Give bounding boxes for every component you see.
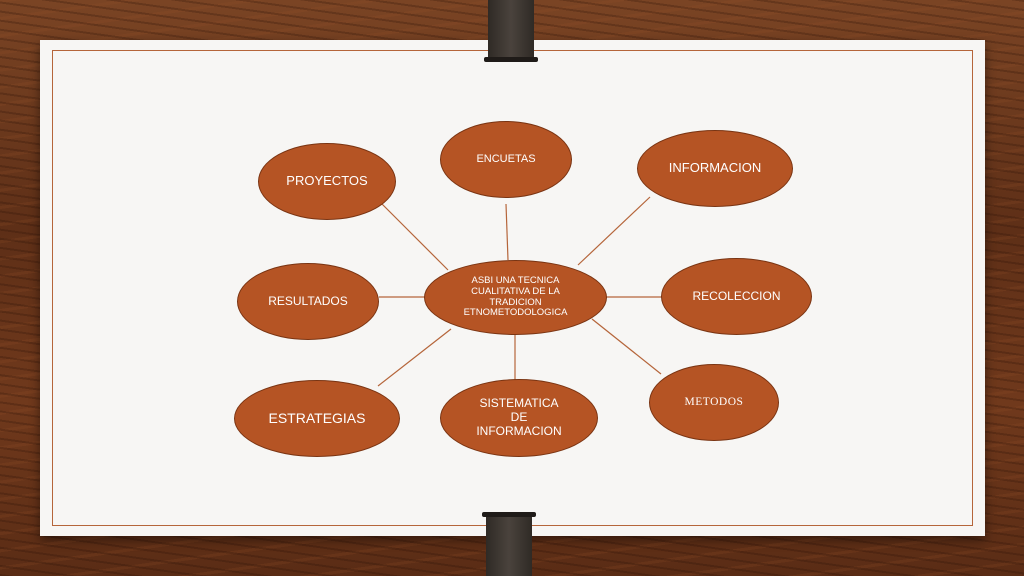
node-informacion-label: INFORMACION: [668, 160, 762, 176]
node-sistematica-label: SISTEMATICA DE INFORMACION: [476, 396, 562, 438]
connector-proyectos: [381, 203, 449, 271]
node-center-label: ASBI UNA TECNICA CUALITATIVA DE LA TRADI…: [463, 274, 568, 319]
node-metodos: METODOS: [649, 364, 779, 441]
connector-informacion: [577, 196, 651, 266]
connector-metodos: [591, 318, 662, 375]
node-resultados: RESULTADOS: [237, 263, 379, 340]
node-estrategias: ESTRATEGIAS: [234, 380, 400, 457]
node-recoleccion: RECOLECCION: [661, 258, 812, 335]
node-encuetas-label: ENCUETAS: [476, 153, 536, 166]
node-recoleccion-label: RECOLECCION: [692, 288, 781, 303]
node-metodos-label: METODOS: [684, 395, 744, 408]
node-proyectos: PROYECTOS: [258, 143, 396, 220]
node-sistematica: SISTEMATICA DE INFORMACION: [440, 379, 598, 457]
binder-clip-bottom: [482, 512, 536, 576]
connector-encuetas: [505, 203, 509, 261]
node-informacion: INFORMACION: [637, 130, 793, 207]
node-resultados-label: RESULTADOS: [268, 293, 348, 308]
node-estrategias-label: ESTRATEGIAS: [268, 410, 366, 427]
binder-clip-top: [484, 0, 538, 62]
connector-estrategias: [377, 328, 452, 387]
node-encuetas: ENCUETAS: [440, 121, 572, 198]
node-proyectos-label: PROYECTOS: [286, 173, 368, 189]
node-center: ASBI UNA TECNICA CUALITATIVA DE LA TRADI…: [424, 260, 607, 335]
